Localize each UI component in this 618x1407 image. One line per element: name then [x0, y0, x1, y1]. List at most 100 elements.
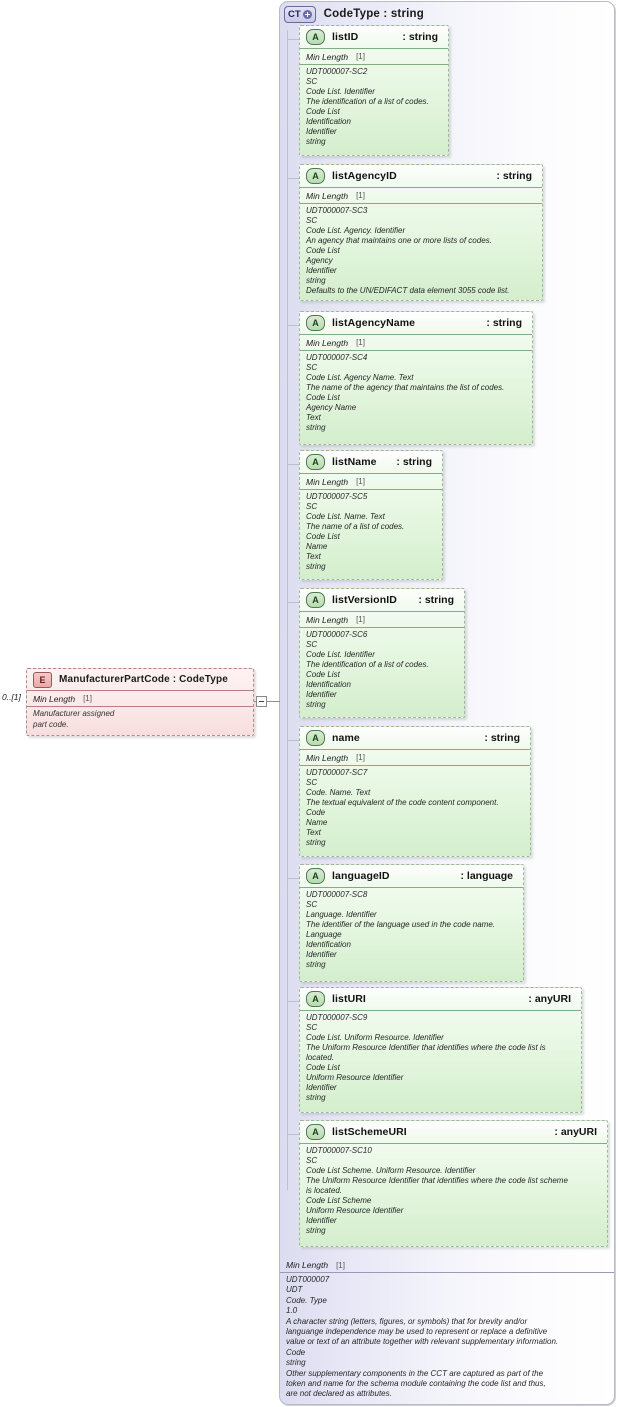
attribute-facet-row: Min Length [1] — [300, 49, 448, 65]
attribute-facet-occurrence: [1] — [356, 52, 365, 61]
attribute-type: : string — [418, 594, 454, 606]
attribute-type: : string — [396, 456, 432, 468]
attribute-facet-label: Min Length — [306, 190, 349, 201]
attribute-documentation: UDT000007-SC5 SC Code List. Name. Text T… — [306, 492, 405, 571]
attribute-facet-label: Min Length — [306, 476, 349, 487]
attribute-name: listAgencyID — [332, 170, 397, 182]
attribute-connector-stub — [288, 39, 299, 40]
element-title: ManufacturerPartCode : CodeType — [59, 674, 228, 685]
element-manufacturerpartcode[interactable]: E ManufacturerPartCode : CodeType Min Le… — [26, 668, 254, 736]
page-title: CodeType : string — [323, 8, 424, 20]
attribute-documentation: UDT000007-SC3 SC Code List. Agency. Iden… — [306, 206, 510, 295]
attribute-facet-label: Min Length — [306, 752, 349, 763]
codetype-facet-row: Min Length [1] — [280, 1258, 614, 1273]
attribute-name: listSchemeURI — [332, 1126, 407, 1138]
attribute-type: : string — [484, 732, 520, 744]
complex-type-badge[interactable]: CT — [284, 5, 316, 23]
attribute-badge: A — [306, 454, 325, 470]
attribute-type: : string — [402, 31, 438, 43]
attribute-badge: A — [306, 868, 325, 884]
attribute-name: listName — [332, 456, 377, 468]
attribute-name: listAgencyName — [332, 317, 416, 329]
attribute-badge: A — [306, 29, 325, 45]
element-facet-occurrence: [1] — [83, 694, 92, 703]
attribute-facet-label: Min Length — [306, 337, 349, 348]
codetype-facet-occurrence: [1] — [336, 1260, 345, 1270]
codetype-facet-label: Min Length — [286, 1260, 329, 1270]
minus-box-icon[interactable] — [256, 696, 267, 707]
attribute-badge: A — [306, 730, 325, 746]
attribute-facet-occurrence: [1] — [356, 338, 365, 347]
attribute-name: languageID — [332, 870, 390, 882]
element-badge: E — [33, 671, 52, 688]
attribute-facet-row: Min Length [1] — [300, 750, 530, 766]
attribute-badge: A — [306, 315, 325, 331]
attribute-documentation: UDT000007-SC2 SC Code List. Identifier T… — [306, 67, 429, 146]
attribute-connector-stub — [288, 1001, 299, 1002]
connector-trunk-line — [287, 30, 288, 1190]
attribute-type: : anyURI — [528, 993, 571, 1005]
attribute-facet-label: Min Length — [306, 614, 349, 625]
attribute-facet-label: Min Length — [306, 51, 349, 62]
attribute-documentation: UDT000007-SC9 SC Code List. Uniform Reso… — [306, 1013, 546, 1102]
attribute-facet-row: Min Length [1] — [300, 612, 464, 628]
attribute-facet-occurrence: [1] — [356, 753, 365, 762]
attribute-type: : anyURI — [554, 1126, 597, 1138]
element-header: E ManufacturerPartCode : CodeType — [27, 669, 253, 691]
attribute-facet-occurrence: [1] — [356, 615, 365, 624]
attribute-badge: A — [306, 1124, 325, 1140]
attribute-documentation: UDT000007-SC6 SC Code List. Identifier T… — [306, 630, 429, 709]
attribute-connector-stub — [288, 178, 299, 179]
attribute-documentation: UDT000007-SC4 SC Code List. Agency Name.… — [306, 353, 505, 432]
element-facet-row: Min Length [1] — [27, 691, 253, 707]
attribute-documentation: UDT000007-SC8 SC Language. Identifier Th… — [306, 890, 496, 969]
plus-circle-icon[interactable] — [302, 9, 312, 19]
attribute-badge: A — [306, 592, 325, 608]
attribute-connector-stub — [288, 878, 299, 879]
attribute-name: listID — [332, 31, 359, 43]
attribute-name: name — [332, 732, 360, 744]
attribute-connector-stub — [288, 602, 299, 603]
attribute-type: : string — [486, 317, 522, 329]
attribute-facet-occurrence: [1] — [356, 477, 365, 486]
attribute-facet-row: Min Length [1] — [300, 335, 532, 351]
ct-badge-label: CT — [288, 8, 301, 20]
attribute-connector-stub — [288, 1134, 299, 1135]
attribute-name: listURI — [332, 993, 366, 1005]
codetype-header: CT CodeType : string — [284, 4, 424, 24]
attribute-facet-row: Min Length [1] — [300, 474, 442, 490]
element-connector-line — [254, 701, 280, 702]
attribute-name: listVersionID — [332, 594, 397, 606]
attribute-badge: A — [306, 168, 325, 184]
attribute-type: : language — [460, 870, 513, 882]
attribute-facet-row: Min Length [1] — [300, 188, 542, 204]
attribute-type: : string — [496, 170, 532, 182]
element-documentation: Manufacturer assigned part code. — [33, 709, 115, 729]
attribute-facet-occurrence: [1] — [356, 191, 365, 200]
element-facet-label: Min Length — [33, 693, 76, 704]
attribute-connector-stub — [288, 325, 299, 326]
codetype-documentation: UDT000007 UDT Code. Type 1.0 A character… — [286, 1275, 559, 1399]
attribute-documentation: UDT000007-SC7 SC Code. Name. Text The te… — [306, 768, 499, 847]
attribute-connector-stub — [288, 464, 299, 465]
element-cardinality: 0..[1] — [2, 692, 21, 702]
attribute-documentation: UDT000007-SC10 SC Code List Scheme. Unif… — [306, 1146, 568, 1235]
